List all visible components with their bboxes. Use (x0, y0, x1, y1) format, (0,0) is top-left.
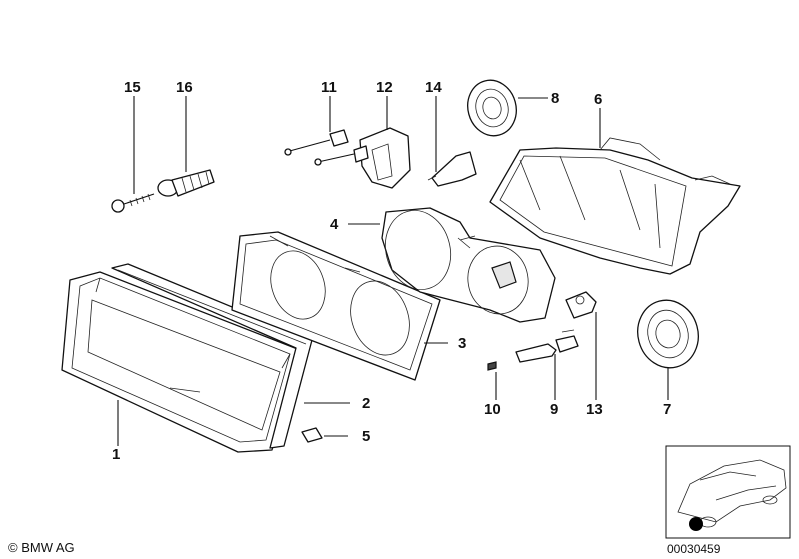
callout-4: 4 (330, 216, 339, 233)
part-14-bulb-socket (427, 151, 477, 187)
part-6-headlight-housing (489, 137, 741, 275)
callout-16: 16 (176, 79, 193, 96)
callout-13: 13 (586, 401, 603, 418)
callout-14: 14 (425, 79, 442, 96)
callout-3: 3 (458, 335, 466, 352)
part-7-cover-cap (637, 299, 699, 369)
document-number: 00030459 (667, 542, 721, 556)
part-2-lens-gasket (111, 263, 313, 449)
copyright-text: © BMW AG (8, 540, 75, 555)
part-5-clip (301, 427, 323, 443)
callout-2: 2 (362, 395, 370, 412)
part-13-bulb (565, 291, 597, 319)
car-location-thumbnail (665, 445, 791, 539)
callout-5: 5 (362, 428, 370, 445)
callout-10: 10 (484, 401, 501, 418)
location-marker-icon (689, 517, 703, 531)
callout-8: 8 (551, 90, 559, 107)
part-1-headlight-lens (61, 271, 301, 453)
part-4-reflector-housing (381, 207, 556, 323)
leader-lines (117, 96, 669, 446)
part-16-adjusting-element (157, 169, 215, 197)
callout-labels: 1 2 3 4 5 6 7 8 9 10 11 12 13 14 15 16 (112, 79, 671, 463)
part-3-reflector-trim (231, 231, 441, 381)
callout-1: 1 (112, 446, 120, 463)
part-9-bulb (515, 329, 579, 363)
callout-7: 7 (663, 401, 671, 418)
part-15-screw (111, 193, 155, 213)
callout-11: 11 (321, 79, 337, 96)
part-8-cover-cap (467, 79, 517, 137)
callout-6: 6 (594, 91, 602, 108)
part-11-adjusting-screw (284, 129, 355, 166)
callout-12: 12 (376, 79, 393, 96)
callout-15: 15 (124, 79, 141, 96)
part-12-adjuster-unit (353, 127, 411, 189)
part-10-clip (487, 361, 497, 371)
callout-9: 9 (550, 401, 558, 418)
